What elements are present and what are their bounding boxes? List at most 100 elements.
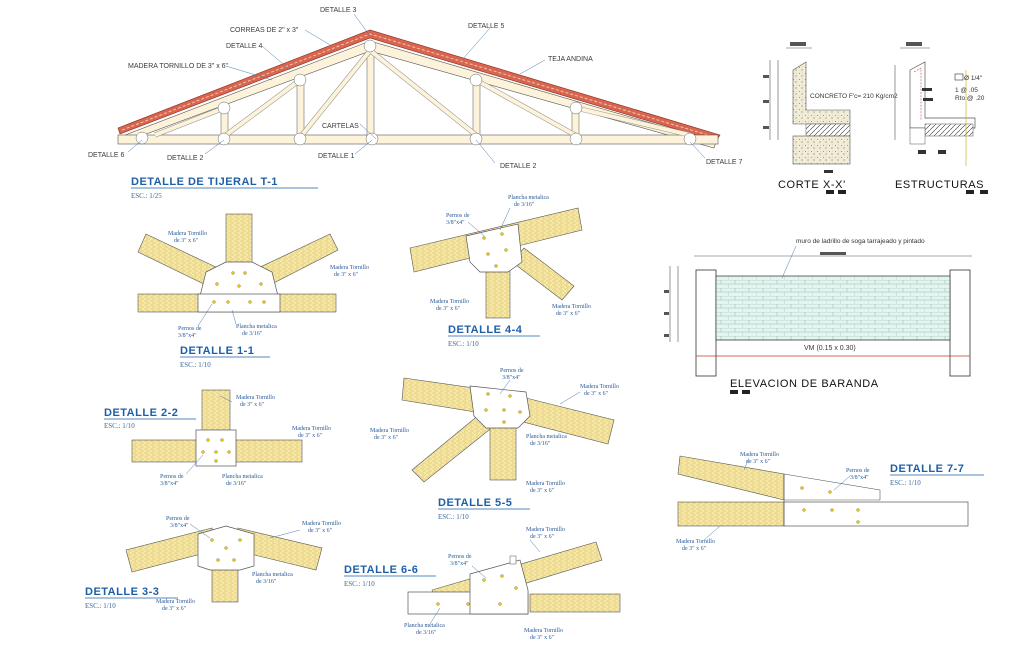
detalle-2-2: DETALLE 2-2 ESC.: 1/10 Madera Tornillo d… [104, 389, 331, 487]
d55-pa: Pernos de [500, 368, 524, 374]
detalle-7-7: Madera Tornillo de 3" x 6" Pernos de 3/8… [676, 452, 984, 552]
d55-m2a: Madera Tornillo [370, 428, 409, 434]
d44-m1a: Madera Tornillo [430, 299, 469, 305]
label-detalle-1: DETALLE 1 [318, 153, 355, 160]
d33-m2b: de 3" x 6" [162, 606, 187, 612]
d66-m2a: Madera Tornillo [524, 628, 563, 634]
d33-pa: Pernos de [166, 516, 190, 522]
d11-pla: Plancha metalica [236, 324, 277, 330]
corte-title: CORTE X-X' [778, 179, 846, 191]
d11-pb: 3/8"x4" [178, 333, 197, 339]
d77-m1a: Madera Tornillo [740, 452, 779, 458]
d77-scale: ESC.: 1/10 [890, 479, 921, 487]
d22-pa: Pernos de [160, 474, 184, 480]
d11-title: DETALLE 1-1 [180, 345, 254, 357]
d55-pb: 3/8"x4" [502, 375, 521, 381]
d11-m1b: de 3" x 6" [174, 238, 199, 244]
truss-elevation: DETALLE 3 CORREAS DE 2" x 3" DETALLE 4 M… [88, 7, 743, 200]
d66-pa: Pernos de [448, 554, 472, 560]
d44-m2b: de 3" x 6" [556, 311, 581, 317]
d33-pb: 3/8"x4" [170, 523, 189, 529]
label-detalle-4: DETALLE 4 [226, 43, 263, 50]
detalle-5-5: Pernos de 3/8"x4" Madera Tornillo de 3" … [370, 368, 619, 521]
d44-m2a: Madera Tornillo [552, 304, 591, 310]
detalle-6-6: Pernos de 3/8"x4" Madera Tornillo de 3" … [344, 527, 621, 641]
d66-title: DETALLE 6-6 [344, 564, 418, 576]
d66-m1b: de 3" x 6" [530, 534, 555, 540]
d55-scale: ESC.: 1/10 [438, 513, 469, 521]
d55-m2b: de 3" x 6" [374, 435, 399, 441]
baranda-elevation: muro de ladrillo de soga tarrajeado y pi… [664, 238, 972, 394]
d22-pla: Plancha metalica [222, 474, 263, 480]
d44-plb: de 3/16" [514, 202, 535, 208]
d77-m1b: de 3" x 6" [746, 459, 771, 465]
d33-title: DETALLE 3-3 [85, 586, 159, 598]
estr-bar: Ø 1/4" [964, 75, 983, 82]
d44-title: DETALLE 4-4 [448, 324, 523, 336]
detalle-3-3: Pernos de 3/8"x4" Madera Tornillo de 3" … [85, 516, 341, 612]
corte-concreto-note: CONCRETO F'c= 210 Kg/cm2 [810, 93, 898, 100]
truss-title: DETALLE DE TIJERAL T-1 [131, 176, 278, 188]
d55-pla: Plancha metalica [526, 434, 567, 440]
label-cartelas: CARTELAS [322, 123, 359, 130]
d77-pb: 3/8"x4" [850, 475, 869, 481]
d11-m1a: Madera Tornillo [168, 231, 207, 237]
d44-pla: Plancha metalica [508, 195, 549, 201]
d77-m2b: de 3" x 6" [682, 546, 707, 552]
d66-m1a: Madera Tornillo [526, 527, 565, 533]
d44-scale: ESC.: 1/10 [448, 340, 479, 348]
d66-scale: ESC.: 1/10 [344, 580, 375, 588]
d33-plb: de 3/16" [256, 579, 277, 585]
d66-m2b: de 3" x 6" [530, 635, 555, 641]
d55-m1b: de 3" x 6" [584, 391, 609, 397]
d77-title: DETALLE 7-7 [890, 463, 964, 475]
d22-m2b: de 3" x 6" [298, 433, 323, 439]
corte-section: CONCRETO F'c= 210 Kg/cm2 CORTE X-X' [763, 42, 898, 194]
estr-note1: 1 @ .05 [955, 87, 978, 94]
estructuras-title: ESTRUCTURAS [895, 179, 984, 191]
d55-title: DETALLE 5-5 [438, 497, 512, 509]
detalle-1-1: Madera Tornillo de 3" x 6" Madera Tornil… [137, 213, 369, 369]
d55-m1a: Madera Tornillo [580, 384, 619, 390]
baranda-vm: VM (0.15 x 0.30) [804, 345, 856, 352]
d55-plb: de 3/16" [530, 441, 551, 447]
baranda-title: ELEVACION DE BARANDA [730, 378, 879, 390]
d11-plb: de 3/16" [242, 331, 263, 337]
bottom-chord [117, 134, 719, 145]
d22-title: DETALLE 2-2 [104, 407, 178, 419]
d22-scale: ESC.: 1/10 [104, 422, 135, 430]
d33-m1b: de 3" x 6" [308, 528, 333, 534]
d11-m2b: de 3" x 6" [334, 272, 359, 278]
d33-pla: Plancha metalica [252, 572, 293, 578]
estructuras-section: Ø 1/4" 1 @ .05 Rto @ .20 ESTRUCTURAS [894, 42, 988, 194]
label-detalle-3: DETALLE 3 [320, 7, 357, 14]
d55-m3a: Madera Tornillo [526, 481, 565, 487]
d66-plb: de 3/16" [416, 630, 437, 636]
d22-plb: de 3/16" [226, 481, 247, 487]
estr-note2: Rto @ .20 [955, 95, 985, 102]
d77-pa: Pernos de [846, 468, 870, 474]
d22-m1a: Madera Tornillo [236, 395, 275, 401]
label-detalle-6: DETALLE 6 [88, 152, 125, 159]
d77-m2a: Madera Tornillo [676, 539, 715, 545]
baranda-note: muro de ladrillo de soga tarrajeado y pi… [796, 238, 925, 245]
d22-pb: 3/8"x4" [160, 481, 179, 487]
d44-m1b: de 3" x 6" [436, 306, 461, 312]
d66-pla: Plancha metalica [404, 623, 445, 629]
label-detalle-5: DETALLE 5 [468, 23, 505, 30]
label-teja: TEJA ANDINA [548, 56, 593, 63]
d33-scale: ESC.: 1/10 [85, 602, 116, 610]
d11-pa: Pernos de [178, 326, 202, 332]
d55-m3b: de 3" x 6" [530, 488, 555, 494]
d22-m1b: de 3" x 6" [240, 402, 265, 408]
label-detalle-7: DETALLE 7 [706, 159, 743, 166]
corte-concrete [792, 61, 851, 125]
d44-pa: Pernos de [446, 213, 470, 219]
label-detalle-2a: DETALLE 2 [167, 155, 204, 162]
d22-m2a: Madera Tornillo [292, 426, 331, 432]
detalle-4-4: Pernos de 3/8"x4" Plancha metalica de 3/… [409, 195, 591, 348]
label-correas: CORREAS DE 2" x 3" [230, 27, 299, 34]
label-madera: MADERA TORNILLO DE 3" x 6" [128, 63, 229, 70]
